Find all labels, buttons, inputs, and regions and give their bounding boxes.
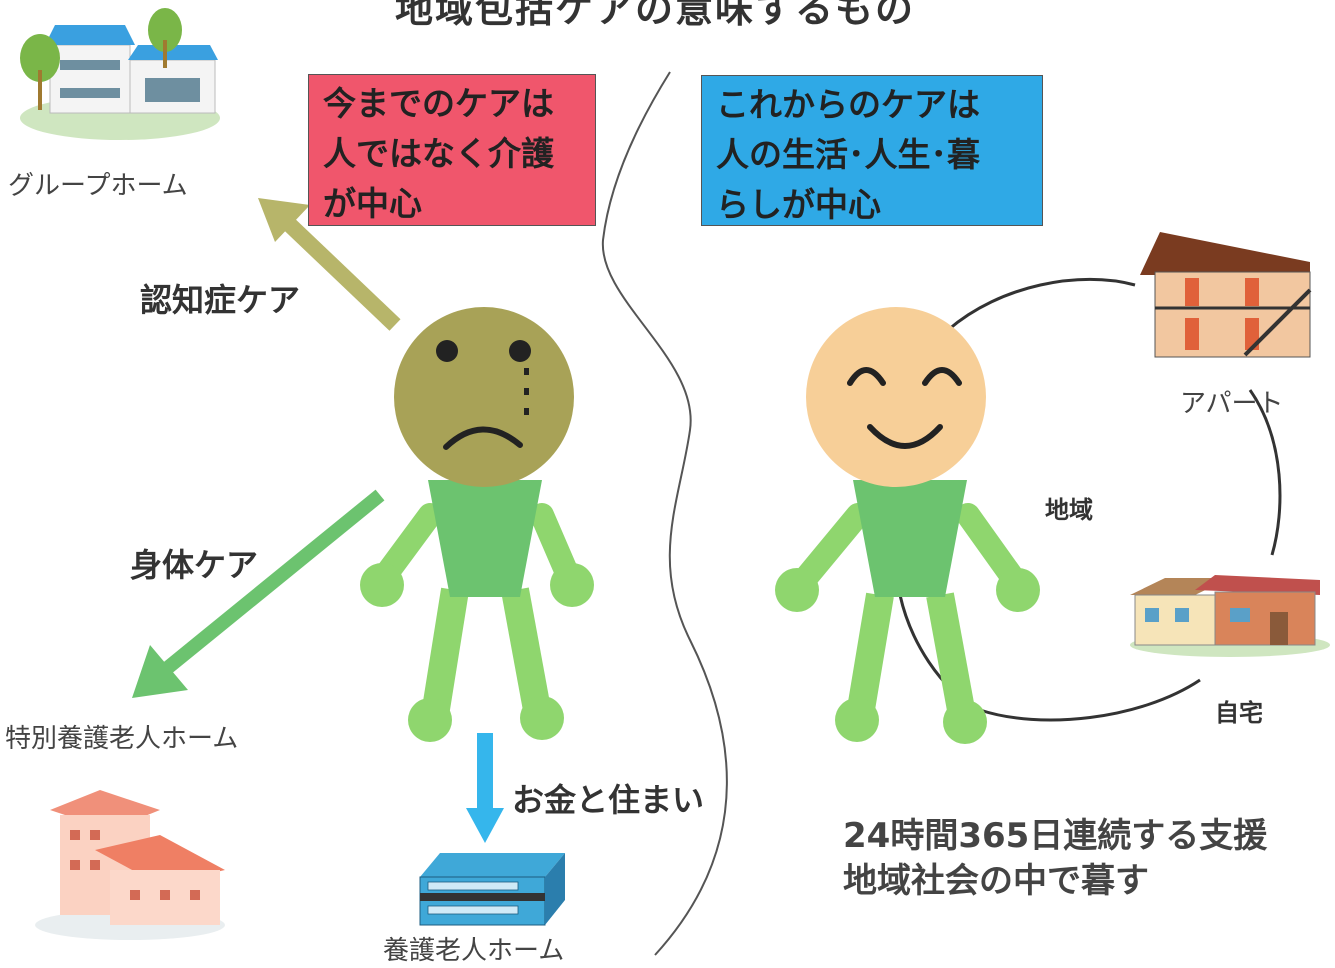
support-text-line2: 地域社会の中で暮す	[843, 861, 1149, 901]
money-housing-label: お金と住まい	[512, 781, 705, 819]
old-care-line2: 人ではなく介護	[323, 134, 554, 173]
page-title: 地域包括ケアの意味するもの	[395, 0, 916, 31]
old-care-line3: が中心	[323, 184, 422, 223]
own-home-label: 自宅	[1215, 699, 1263, 727]
nursing-home-image	[419, 853, 565, 926]
nursing-home-label: 養護老人ホーム	[383, 936, 565, 966]
special-nursing-home-label: 特別養護老人ホーム	[5, 724, 239, 754]
apartment-label: アパート	[1180, 389, 1284, 419]
support-text-line1: 24時間365日連続する支援	[843, 816, 1268, 856]
apartment-image	[1140, 232, 1312, 358]
community-label: 地域	[1045, 496, 1093, 524]
old-care-line1: 今までのケアは	[323, 84, 554, 123]
dementia-care-arrow	[258, 198, 401, 331]
new-care-line2: 人の生活･人生･暮	[716, 135, 980, 174]
physical-care-label: 身体ケア	[130, 546, 259, 584]
group-home-image	[20, 8, 220, 140]
new-care-line3: らしが中心	[716, 185, 881, 224]
special-nursing-home-image	[35, 790, 225, 940]
new-care-line1: これからのケアは	[716, 85, 980, 124]
money-housing-arrow	[466, 733, 504, 843]
happy-person-figure	[775, 307, 1040, 744]
divider-line	[601, 71, 728, 956]
community-circle	[898, 277, 1282, 722]
old-care-box: 今までのケアは 人ではなく介護 が中心	[308, 74, 596, 226]
own-home-image	[1130, 575, 1330, 657]
new-care-box: これからのケアは 人の生活･人生･暮 らしが中心	[701, 75, 1043, 226]
sad-person-figure	[360, 307, 594, 742]
group-home-label: グループホーム	[8, 171, 188, 201]
dementia-care-label: 認知症ケア	[140, 281, 301, 319]
physical-care-arrow	[132, 489, 385, 698]
